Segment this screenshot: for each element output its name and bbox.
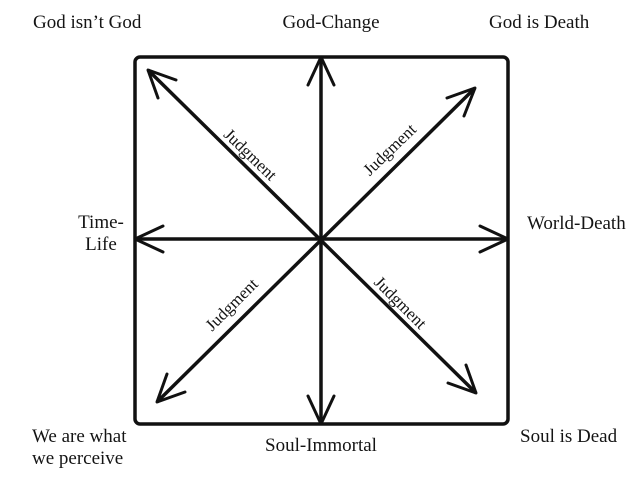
label-we-are-what-line2: we perceive: [32, 448, 124, 469]
arrowhead-north-icon: [306, 55, 336, 87]
diagonal-sw-ne-line: [155, 86, 477, 404]
arrowhead-northwest-icon: [146, 68, 178, 100]
arrowhead-south-icon: [306, 394, 336, 426]
label-we-are-what-we-perceive: We are what we perceive: [32, 426, 126, 470]
label-god-is-death: God is Death: [489, 12, 590, 33]
label-soul-immortal: Soul-Immortal: [265, 435, 377, 456]
label-god-isnt-god: God isn’t God: [33, 12, 142, 33]
label-god-change: God-Change: [282, 12, 380, 33]
label-world-death: World-Death: [527, 213, 626, 234]
axis-lines: [135, 57, 508, 424]
arrowhead-west-icon: [133, 224, 165, 254]
arrowhead-southwest-icon: [155, 372, 187, 404]
label-soul-is-dead: Soul is Dead: [520, 426, 618, 447]
diagonal-nw-se-line: [146, 68, 478, 395]
label-time-life-line2: Life: [85, 234, 117, 255]
label-time-life: Time- Life: [78, 212, 124, 256]
arrowhead-east-icon: [478, 224, 510, 254]
label-time-life-line1: Time-: [78, 212, 124, 233]
label-we-are-what-line1: We are what: [32, 426, 127, 447]
arrowheads: [133, 55, 510, 426]
arrowhead-southeast-icon: [446, 363, 478, 395]
arrowhead-northeast-icon: [445, 86, 477, 118]
